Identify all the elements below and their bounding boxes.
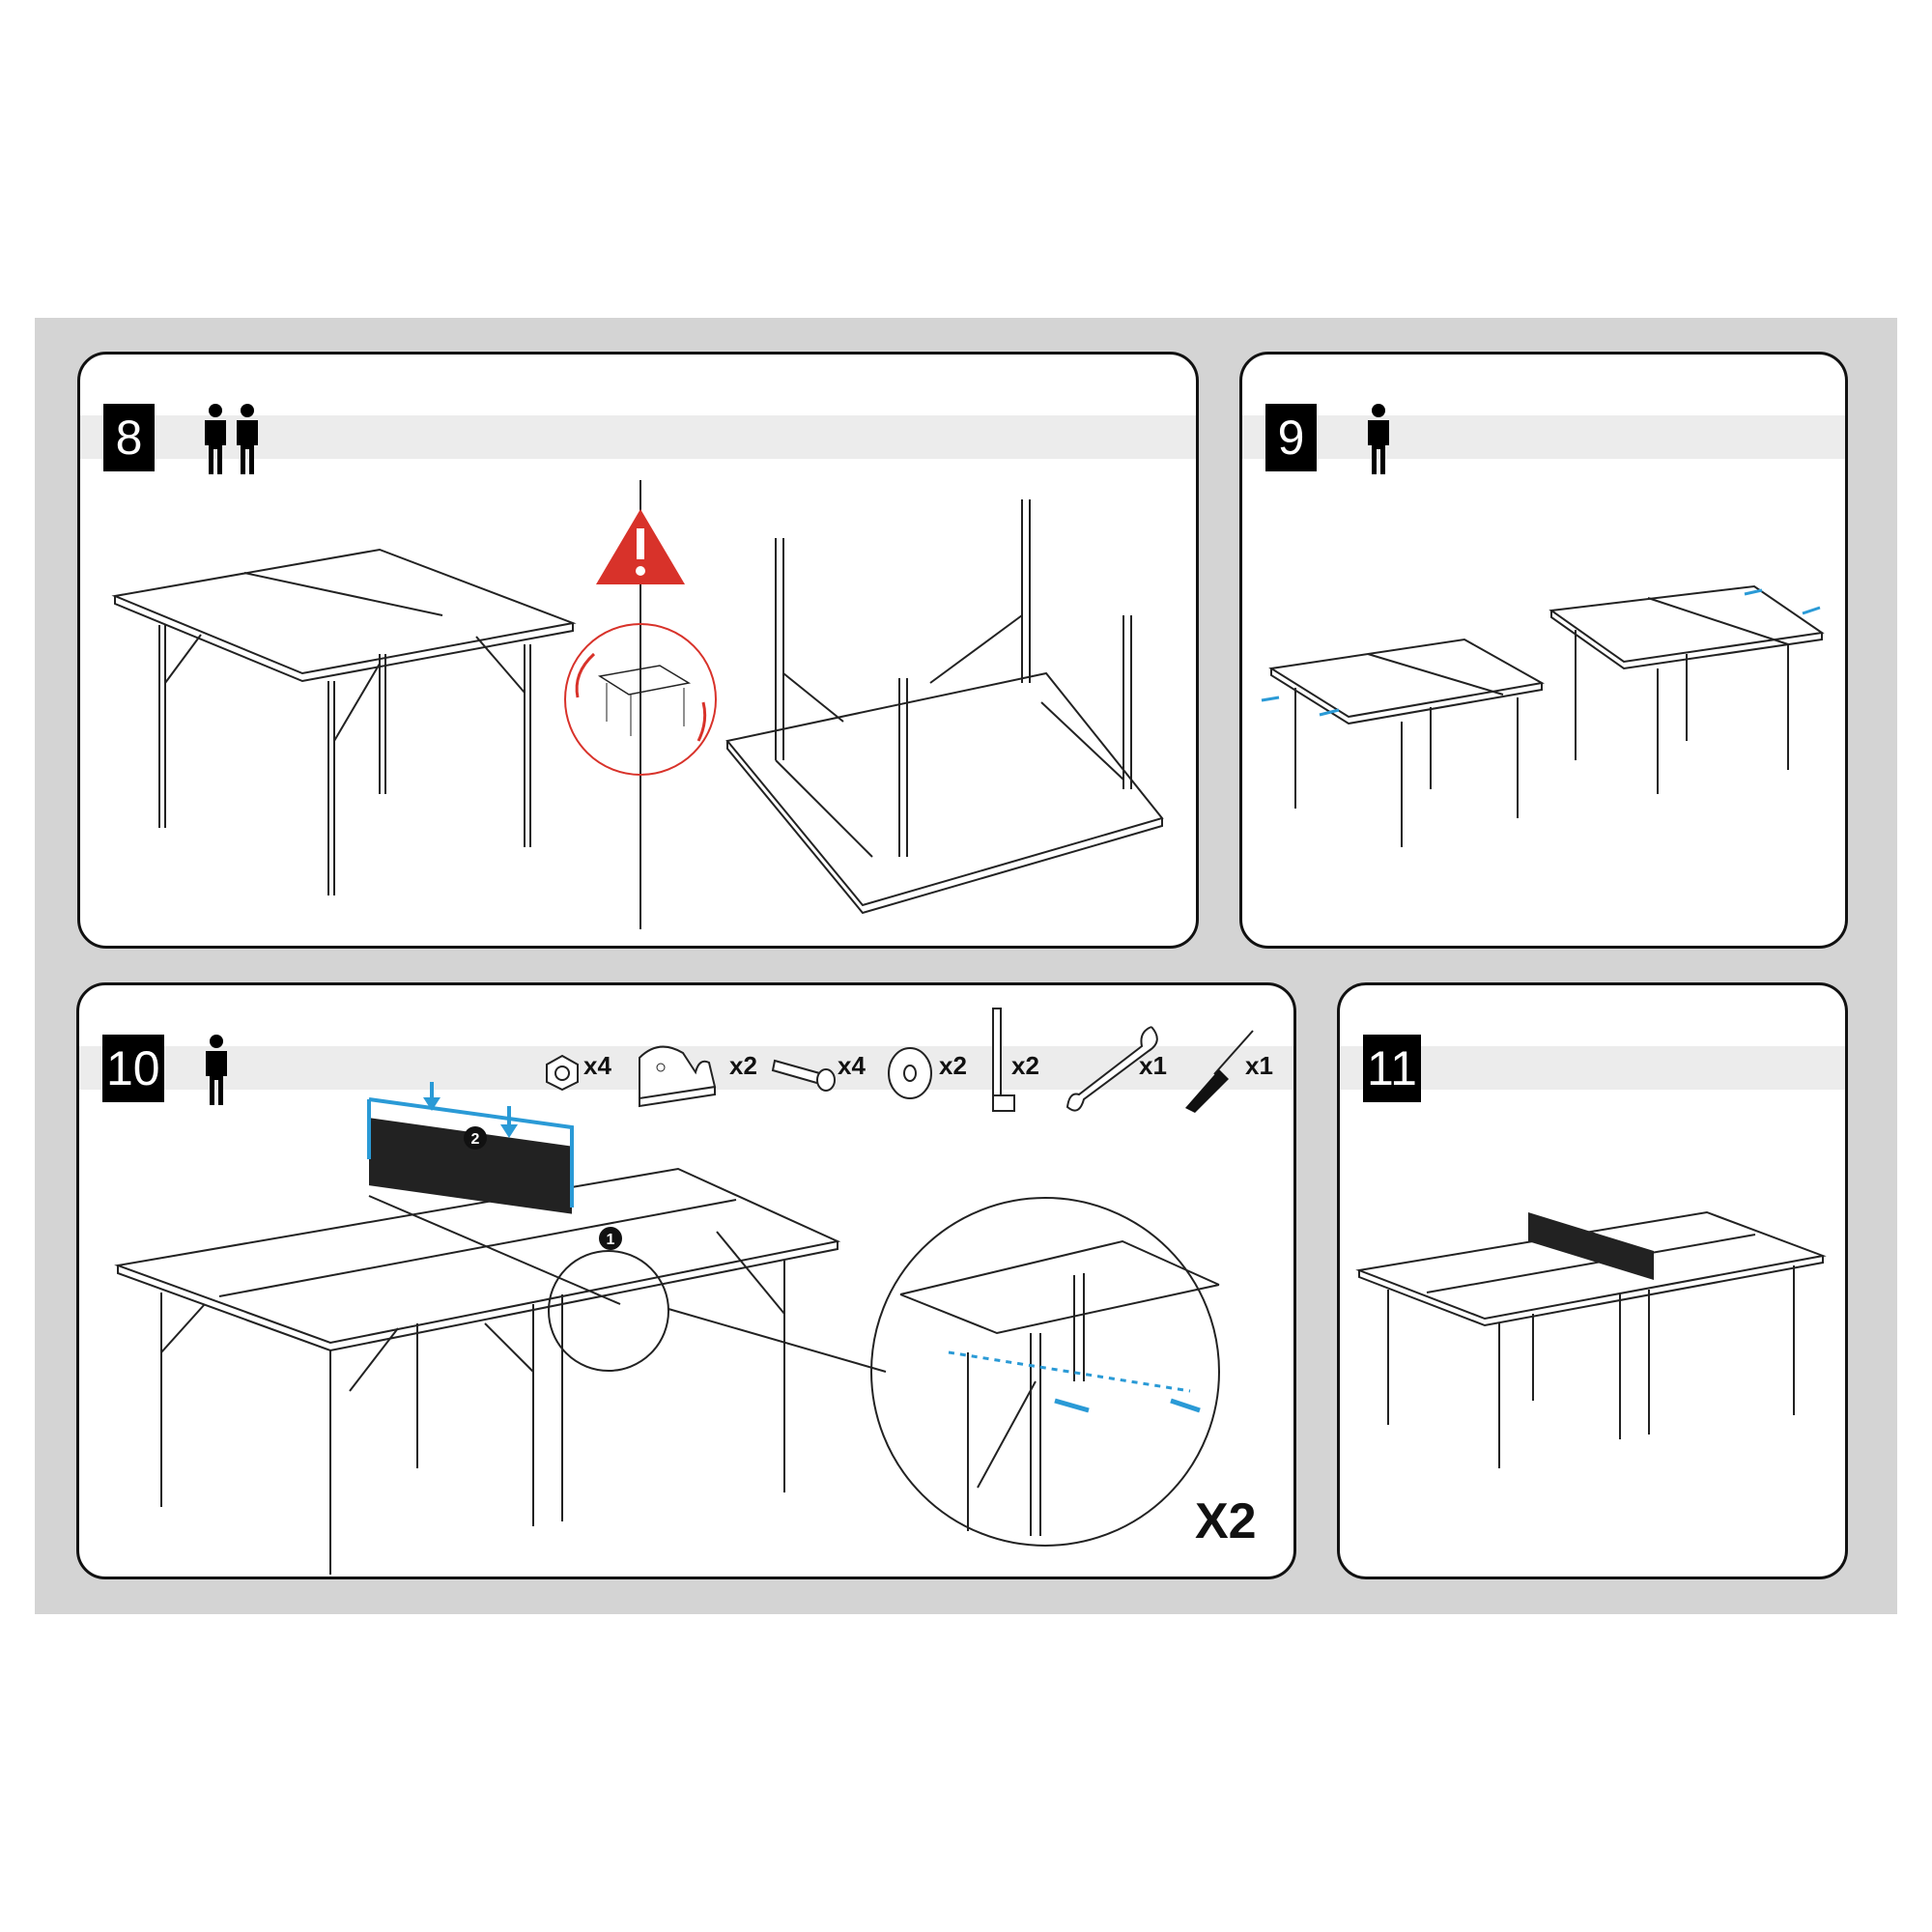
step-number: 11 xyxy=(1363,1035,1421,1102)
part-qty: x1 xyxy=(1245,1051,1273,1080)
step-11-panel: 11 xyxy=(1337,982,1848,1579)
repeat-count: X2 xyxy=(1195,1493,1257,1549)
part-qty: x4 xyxy=(838,1051,866,1080)
nut-icon xyxy=(546,1054,579,1092)
bolt-icon xyxy=(771,1059,836,1092)
flip-table-icon xyxy=(564,623,717,776)
part-qty: x2 xyxy=(939,1051,967,1080)
person-icon xyxy=(1368,404,1389,474)
net-assembly xyxy=(367,1082,1201,1413)
step-9-panel: 9 xyxy=(1239,352,1848,949)
svg-text:1: 1 xyxy=(607,1232,615,1248)
svg-text:2: 2 xyxy=(471,1131,480,1148)
person-icon xyxy=(206,1035,227,1105)
step-10-panel: 10 x4 x2 x4 x2 x2 x1 x1 xyxy=(76,982,1296,1579)
callout-1: 1 xyxy=(599,1227,622,1250)
step-8-illustration xyxy=(111,480,1164,929)
screwdriver-icon xyxy=(1185,1030,1254,1113)
step-number: 9 xyxy=(1265,404,1317,471)
header-band xyxy=(1340,1046,1845,1090)
washer-icon xyxy=(888,1047,932,1099)
bracket-icon xyxy=(639,1045,717,1108)
step-number: 10 xyxy=(102,1035,164,1102)
wrench-icon xyxy=(1065,1026,1158,1112)
net-icon xyxy=(1528,1212,1654,1280)
part-qty: x2 xyxy=(1011,1051,1039,1080)
callout-2: 2 xyxy=(464,1126,487,1150)
header-band xyxy=(80,415,1196,459)
step-11-illustration xyxy=(1355,1210,1827,1468)
step-10-illustration: 2 1 xyxy=(114,1082,1220,1575)
part-qty: x2 xyxy=(729,1051,757,1080)
part-qty: x1 xyxy=(1139,1051,1167,1080)
two-persons-icon xyxy=(205,404,258,474)
part-qty: x4 xyxy=(583,1051,611,1080)
header-band xyxy=(1242,415,1845,459)
step-8-panel: 8 xyxy=(77,352,1199,949)
step-number: 8 xyxy=(103,404,155,471)
step-9-illustration xyxy=(1261,584,1825,847)
push-arrow-icon xyxy=(1261,588,1821,717)
warning-icon xyxy=(596,509,685,584)
net-post-icon xyxy=(992,1008,1015,1112)
